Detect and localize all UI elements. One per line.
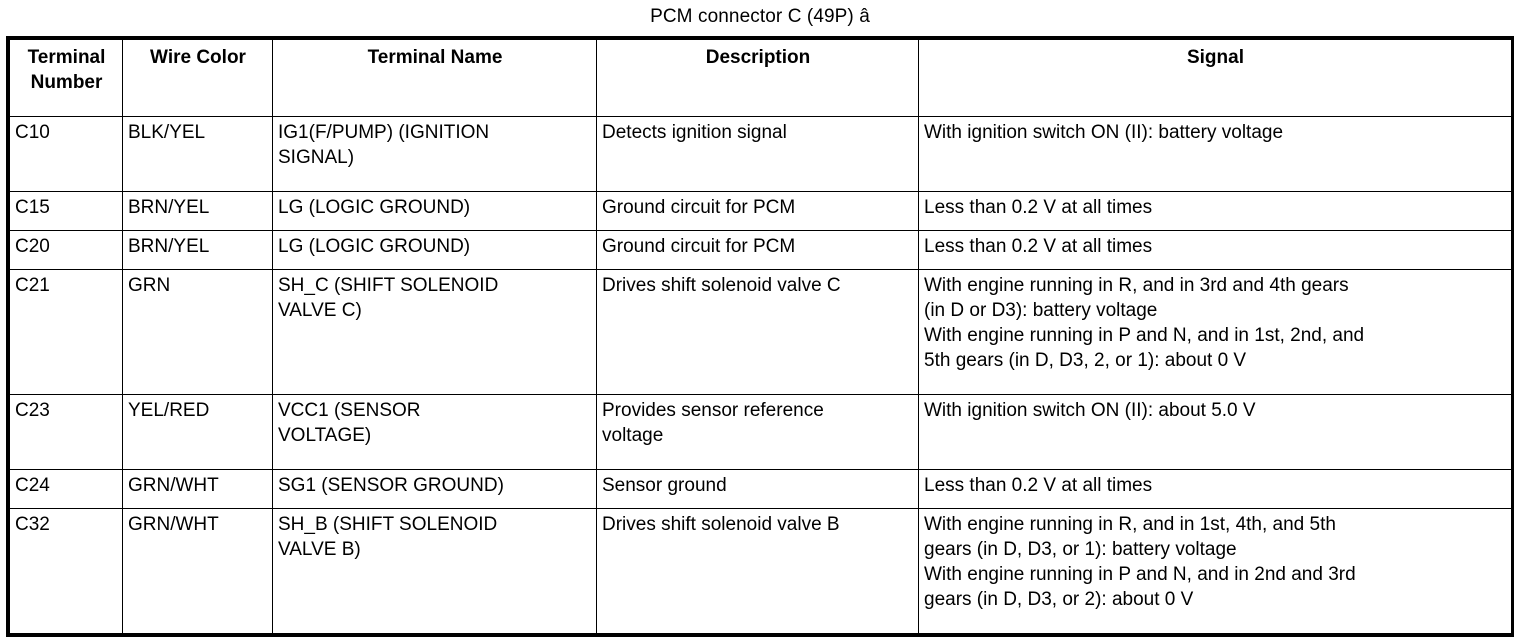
document-page: PCM connector C (49P) â Terminal Number …	[6, 6, 1514, 637]
cell-description: Provides sensor reference voltage	[596, 394, 919, 470]
cell-description: Detects ignition signal	[596, 116, 919, 192]
cell-wire-color: GRN/WHT	[122, 469, 273, 509]
cell-terminal-name: LG (LOGIC GROUND)	[272, 191, 597, 231]
cell-terminal-name: LG (LOGIC GROUND)	[272, 230, 597, 270]
cell-description: Ground circuit for PCM	[596, 230, 919, 270]
page-title: PCM connector C (49P) â	[650, 6, 870, 27]
cell-wire-color: BLK/YEL	[122, 116, 273, 192]
cell-wire-color: GRN/WHT	[122, 508, 273, 634]
cell-terminal-number: C10	[9, 116, 123, 192]
cell-wire-color: YEL/RED	[122, 394, 273, 470]
cell-signal: With engine running in R, and in 3rd and…	[918, 269, 1512, 395]
pinout-table-container: Terminal Number Wire Color Terminal Name…	[6, 36, 1514, 637]
cell-terminal-name: SH_C (SHIFT SOLENOID VALVE C)	[272, 269, 597, 395]
column-header-wire-color: Wire Color	[122, 39, 273, 117]
table-header: Terminal Number Wire Color Terminal Name…	[9, 39, 1512, 117]
cell-description: Ground circuit for PCM	[596, 191, 919, 231]
cell-description: Drives shift solenoid valve B	[596, 508, 919, 634]
column-header-description: Description	[596, 39, 919, 117]
cell-terminal-name: SG1 (SENSOR GROUND)	[272, 469, 597, 509]
cell-wire-color: GRN	[122, 269, 273, 395]
cell-signal: With ignition switch ON (II): about 5.0 …	[918, 394, 1512, 470]
column-header-terminal-number: Terminal Number	[9, 39, 123, 117]
cell-signal: With engine running in R, and in 1st, 4t…	[918, 508, 1512, 634]
cell-terminal-number: C21	[9, 269, 123, 395]
cell-terminal-number: C32	[9, 508, 123, 634]
cell-signal: Less than 0.2 V at all times	[918, 191, 1512, 231]
cell-description: Sensor ground	[596, 469, 919, 509]
cell-terminal-name: IG1(F/PUMP) (IGNITION SIGNAL)	[272, 116, 597, 192]
cell-terminal-number: C15	[9, 191, 123, 231]
cell-terminal-number: C20	[9, 230, 123, 270]
table-header-row: Terminal Number Wire Color Terminal Name…	[9, 39, 1512, 117]
column-header-terminal-name: Terminal Name	[272, 39, 597, 117]
cell-terminal-name: SH_B (SHIFT SOLENOID VALVE B)	[272, 508, 597, 634]
cell-wire-color: BRN/YEL	[122, 230, 273, 270]
cell-terminal-name: VCC1 (SENSOR VOLTAGE)	[272, 394, 597, 470]
cell-signal: Less than 0.2 V at all times	[918, 469, 1512, 509]
cell-wire-color: BRN/YEL	[122, 191, 273, 231]
cell-description: Drives shift solenoid valve C	[596, 269, 919, 395]
pcm-connector-pinout-table: Terminal Number Wire Color Terminal Name…	[9, 39, 1512, 634]
cell-terminal-number: C23	[9, 394, 123, 470]
cell-signal: Less than 0.2 V at all times	[918, 230, 1512, 270]
cell-terminal-number: C24	[9, 469, 123, 509]
column-header-signal: Signal	[918, 39, 1512, 117]
cell-signal: With ignition switch ON (II): battery vo…	[918, 116, 1512, 192]
